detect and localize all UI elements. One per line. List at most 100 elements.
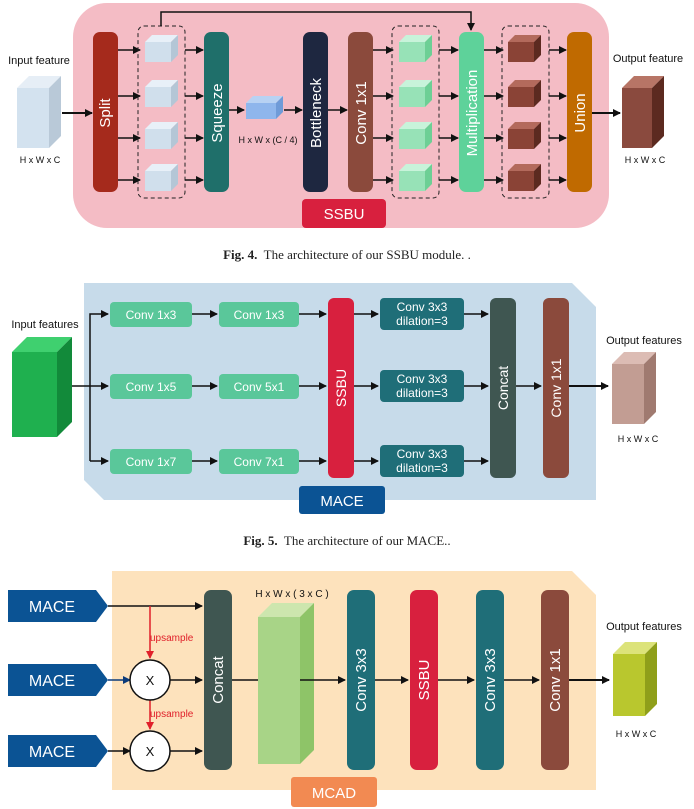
split-branch-arrows [118, 46, 141, 184]
input-feature-cube [17, 76, 61, 148]
output-feature-cube [622, 76, 664, 148]
conv1x1-label: Conv 1x1 [353, 81, 370, 144]
conv-row-3: Conv 1x7 Conv 7x1 [110, 449, 327, 474]
fig4-ssbu-diagram: Input feature H x W x C Split [8, 3, 683, 228]
mcad-output-label: Output features [606, 621, 682, 633]
mcad-module-tag-label: MCAD [312, 785, 356, 802]
split-label: Split [97, 98, 114, 128]
mace-concat-block [490, 298, 516, 478]
cube-to-mult-arrows [439, 46, 459, 184]
output-feature-label: Output feature [613, 53, 683, 65]
multiplication-label: Multiplication [464, 70, 481, 157]
output-dims-label: H x W x C [625, 155, 666, 165]
cube-to-squeeze-arrows [185, 46, 204, 184]
fig5-caption-label: Fig. 5. [243, 533, 278, 548]
mcad-conv1x1-label: Conv 1x1 [547, 648, 564, 711]
mcad-concat-block [204, 590, 232, 770]
mace-output-label: Output features [606, 335, 682, 347]
mcad-concat-label: Concat [210, 655, 227, 703]
mace-input-1: MACE [8, 590, 108, 622]
mcad-conv1x1-block [541, 590, 569, 770]
mcad-output-dims: H x W x C [616, 729, 657, 739]
ssbu-module-tag [302, 199, 386, 228]
row3-conv-b-label: Conv 7x1 [234, 455, 285, 469]
cube-to-union-arrows [549, 46, 567, 184]
union-block [567, 32, 592, 192]
row2-conv-b-label: Conv 5x1 [234, 380, 285, 394]
dilation-3-line1: Conv 3x3 [397, 447, 448, 461]
upsample-label-2: upsample [150, 709, 194, 720]
row1-conv-b-label: Conv 1x3 [234, 308, 285, 322]
dilation-to-concat-arrows [464, 310, 489, 465]
bottleneck-label: Bottleneck [308, 77, 325, 148]
mcad-ssbu-label: SSBU [416, 660, 433, 701]
output-group-dashed [501, 25, 550, 199]
mace-module-tag [299, 486, 385, 514]
multiply-node-2-label: X [146, 744, 155, 759]
fig6-mcad-diagram: MACE MACE MACE upsample upsample X X Con… [8, 571, 682, 807]
row2-conv-a-label: Conv 1x5 [126, 380, 177, 394]
attention-cubes [399, 35, 432, 191]
ssbu-module-tag-label: SSBU [324, 206, 365, 223]
fig4-caption: Fig. 4. The architecture of our SSBU mod… [0, 247, 694, 263]
mace-input-2: MACE [8, 664, 108, 696]
dilation-conv-2: Conv 3x3 dilation=3 [380, 370, 464, 402]
union-label: Union [572, 93, 589, 132]
multiplication-block [459, 32, 484, 192]
concat-feature-cube [258, 603, 314, 764]
mace-input-1-label: MACE [29, 599, 75, 616]
skip-connection-arrow [160, 11, 475, 31]
input-features-cube [12, 337, 72, 437]
fig5-caption-text: The architecture of our MACE.. [283, 533, 451, 548]
dilation-3-line2: dilation=3 [396, 461, 448, 475]
mace-conv1x1-label: Conv 1x1 [548, 358, 564, 417]
fig5-mace-diagram: Input features Conv 1x3 Conv 1x3 Conv 1x… [11, 283, 682, 514]
squeeze-dims-label: H x W x (C / 4) [239, 135, 298, 145]
dilation-2-line2: dilation=3 [396, 386, 448, 400]
input-feature-label: Input feature [8, 55, 70, 67]
conv-row-1: Conv 1x3 Conv 1x3 [110, 302, 327, 327]
row1-conv-a-label: Conv 1x3 [126, 308, 177, 322]
mace-module-tag-label: MACE [320, 493, 363, 510]
bottleneck-block [303, 32, 328, 192]
conv1x1-block [348, 32, 373, 192]
dilation-conv-1: Conv 3x3 dilation=3 [380, 298, 464, 330]
upsample-label-1: upsample [150, 633, 194, 644]
input-dims-label: H x W x C [20, 155, 61, 165]
row3-conv-a-label: Conv 1x7 [126, 455, 177, 469]
split-block [93, 32, 118, 192]
mace-ssbu-block [328, 298, 354, 478]
fig5-caption: Fig. 5. The architecture of our MACE.. [0, 533, 694, 549]
mace-input-2-label: MACE [29, 673, 75, 690]
input-features-label: Input features [11, 319, 79, 331]
dilation-2-line1: Conv 3x3 [397, 372, 448, 386]
mcad-module-tag [291, 777, 377, 807]
mace-ssbu-label: SSBU [333, 369, 349, 407]
multiply-node-1-label: X [146, 673, 155, 688]
mcad-conv3x3-b-label: Conv 3x3 [482, 648, 499, 711]
output-cubes [508, 35, 541, 191]
dilation-conv-3: Conv 3x3 dilation=3 [380, 445, 464, 477]
conv-branch-arrows [373, 46, 394, 184]
mace-output-dims: H x W x C [618, 434, 659, 444]
conv-row-2: Conv 1x5 Conv 5x1 [110, 374, 327, 399]
mace-output-cube [612, 352, 656, 424]
input-fanout-arrows [72, 310, 109, 465]
mult-branch-arrows [484, 46, 504, 184]
mcad-ssbu-block [410, 590, 438, 770]
mcad-conv3x3-a-block [347, 590, 375, 770]
ssbu-to-dilation-arrows [354, 310, 379, 465]
mcad-conv3x3-b-block [476, 590, 504, 770]
mace-input-3: MACE [8, 735, 108, 767]
concat-dims-label: H x W x ( 3 x C ) [255, 589, 328, 600]
squeeze-label: Squeeze [209, 83, 226, 142]
mace-concat-label: Concat [495, 366, 511, 410]
squeezed-feature-cube [246, 96, 283, 119]
fig4-caption-label: Fig. 4. [223, 247, 258, 262]
fig4-caption-text: The architecture of our SSBU module. . [263, 247, 471, 262]
squeeze-block [204, 32, 229, 192]
attention-group-dashed [391, 25, 440, 199]
mace-input-3-label: MACE [29, 744, 75, 761]
mace-conv1x1-block [543, 298, 569, 478]
